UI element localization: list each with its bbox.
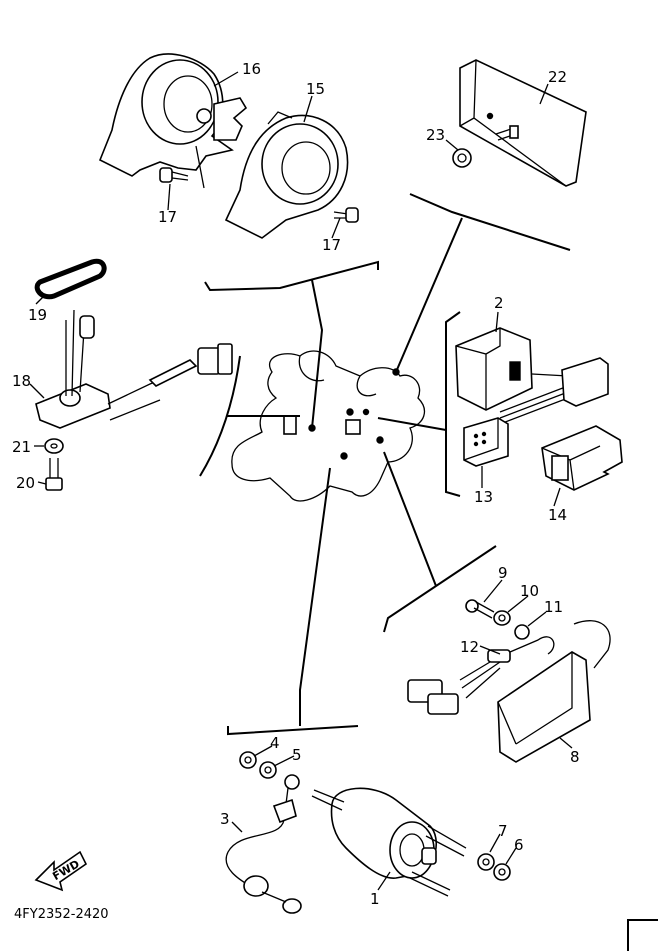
gasket-19 (34, 258, 107, 300)
rear-light-leader (395, 193, 571, 373)
bolt-9 (465, 599, 495, 619)
horn-15 (224, 111, 349, 239)
diagram-code: 4FY2352-2420 (14, 907, 109, 922)
callout-5: 5 (292, 746, 302, 764)
relay-2 (455, 327, 533, 411)
horn-leader (311, 279, 324, 429)
horn-16 (98, 53, 248, 189)
rectifier-leader (383, 451, 497, 633)
callout-2: 2 (494, 294, 504, 312)
relay-harness (499, 357, 609, 425)
washer-21 (44, 438, 64, 454)
page-corner-mark (627, 919, 658, 951)
callout-6: 6 (514, 836, 524, 854)
callout-20: 20 (16, 474, 35, 492)
connector-13 (463, 417, 509, 467)
callout-15: 15 (306, 80, 325, 98)
callout-22: 22 (548, 68, 567, 86)
bolt-17a (159, 167, 189, 183)
nut-4 (239, 751, 257, 769)
callout-1: 1 (370, 890, 380, 908)
callout-9: 9 (498, 564, 508, 582)
bolt-20 (45, 458, 63, 491)
relay-leader (377, 417, 447, 431)
starter-group-leader (227, 467, 359, 736)
nut-11 (514, 624, 530, 640)
callout-17a: 17 (158, 208, 177, 226)
lead-wire-3 (225, 774, 302, 914)
washer-5 (259, 761, 277, 779)
callout-3: 3 (220, 810, 230, 828)
rectifier-8 (497, 620, 611, 763)
callout-12: 12 (460, 638, 479, 656)
callout-13: 13 (474, 488, 493, 506)
socket-14 (541, 425, 623, 491)
relay-group-bracket (445, 311, 461, 497)
starter-relay-1 (311, 787, 467, 897)
nut-7 (477, 853, 495, 871)
nut-23 (452, 125, 519, 168)
callout-numbers: 16 15 17 17 22 23 19 18 21 20 2 13 14 9 … (12, 60, 580, 908)
callout-7: 7 (498, 822, 508, 840)
harness-12 (407, 636, 555, 715)
callout-10: 10 (520, 582, 539, 600)
forward-arrow-icon: FWD (34, 850, 88, 892)
fuel-sender-bracket (199, 355, 241, 477)
leader-lines (199, 193, 571, 736)
bolt-17b (333, 207, 359, 223)
callout-21: 21 (12, 438, 31, 456)
callout-16: 16 (242, 60, 261, 78)
vehicle-frame-silhouette (231, 350, 426, 502)
callout-4: 4 (270, 734, 280, 752)
callout-19: 19 (28, 306, 47, 324)
callout-11: 11 (544, 598, 563, 616)
callout-23: 23 (426, 126, 445, 144)
washer-10 (493, 610, 511, 626)
frame-box-marker (345, 419, 361, 435)
callout-14: 14 (548, 506, 567, 524)
callout-18: 18 (12, 372, 31, 390)
callout-8: 8 (570, 748, 580, 766)
callout-17b: 17 (322, 236, 341, 254)
callout-leaders (29, 71, 573, 891)
washer-6 (493, 863, 511, 881)
frame-left-marker (283, 415, 297, 435)
fuel-sender-18 (35, 309, 233, 429)
reflector-22 (459, 59, 587, 187)
horn-group-bracket (204, 260, 379, 292)
